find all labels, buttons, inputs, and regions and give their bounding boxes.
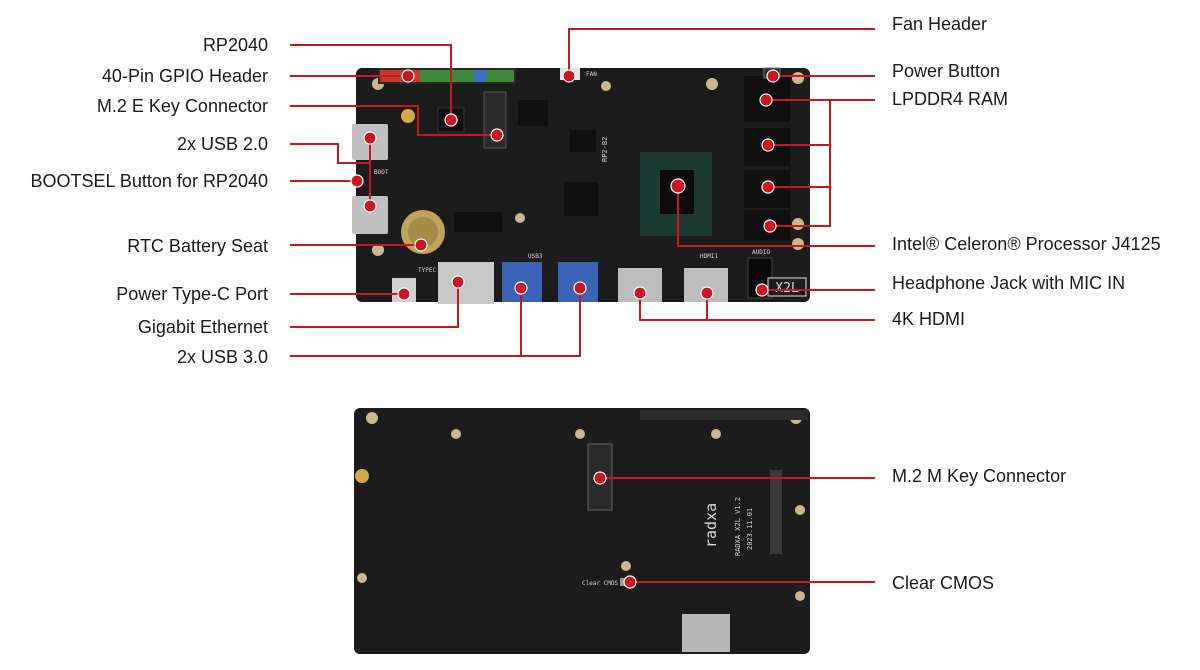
mount-hole [372,244,384,256]
mount-hole [706,78,718,90]
clear-cmos-silk: Clear CMOS [582,580,619,587]
mount-hole [792,218,804,230]
endpoint-usb2-upper [363,131,377,145]
label-clear-cmos: Clear CMOS [892,573,994,593]
rj45-underside [682,614,730,652]
mount-hole [355,469,369,483]
label-processor: Intel® Celeron® Processor J4125 [892,234,1161,254]
ethernet-port [438,262,494,304]
leader-hdmi [639,293,875,321]
small-chip [454,212,502,232]
leader-lines [290,28,875,583]
typec-silk: TYPEC [418,267,436,274]
endpoint-usb3-right [573,281,587,295]
usb2-port-lower [352,196,388,234]
endpoint-ethernet [451,275,465,289]
brand-silk: radxa [702,503,720,548]
mount-hole [711,429,721,439]
label-power-button: Power Button [892,61,1000,81]
board-top-view: X2L USB3 TYPEC HDMI1 AUDIO FAN BOOT RP2-… [352,67,810,304]
endpoint-gpio [401,69,415,83]
endpoint-m2-e [490,128,504,142]
mount-hole [792,238,804,250]
leader-usb2 [290,138,371,164]
leader-rp2040 [290,44,452,120]
mount-hole [621,561,631,571]
endpoint-rtc [414,238,428,252]
revision-silk: RADXA X2L V1.2 [734,497,742,556]
endpoint-usb2-lower [363,199,377,213]
endpoint-ram-1 [759,93,773,107]
mount-hole [366,412,378,424]
test-pad-strip [770,470,782,554]
mount-hole [451,429,461,439]
mount-hole [792,72,804,84]
mount-hole [795,591,805,601]
label-lpddr4-ram: LPDDR4 RAM [892,89,1008,109]
leader-ethernet [290,282,459,328]
audio-silk: AUDIO [752,249,770,256]
endpoint-hdmi-right [700,286,714,300]
date-silk: 2023.11.01 [746,508,754,550]
label-usb3: 2x USB 3.0 [177,347,268,367]
leader-m2-e-key [290,105,497,136]
endpoint-m2-m [593,471,607,485]
fan-silk: FAN [586,71,597,78]
label-gigabit-ethernet: Gigabit Ethernet [138,317,268,337]
board-bottom-view: radxa RADXA X2L V1.2 2023.11.01 Clear CM… [354,408,810,654]
leader-processor [677,186,875,247]
endpoint-usb3-left [514,281,528,295]
endpoint-power-button [766,69,780,83]
small-chip [518,100,548,126]
hdmi-silk: HDMI1 [700,253,718,260]
label-fan-header: Fan Header [892,14,987,34]
bottom-pcb [354,408,810,654]
board-model-silk: X2L [775,281,799,296]
leader-usb3 [290,288,581,357]
x2l-silk-box [767,277,807,297]
endpoint-rp2040 [444,113,458,127]
endpoint-type-c [397,287,411,301]
label-m2-m-key: M.2 M Key Connector [892,466,1066,486]
label-m2-e-key: M.2 E Key Connector [97,96,268,116]
mount-hole [401,109,415,123]
small-chip [564,182,598,216]
endpoint-fan [562,69,576,83]
endpoint-clear-cmos [623,575,637,589]
usb3-silk: USB3 [528,253,543,260]
mount-hole [601,81,611,91]
label-rp2040: RP2040 [203,35,268,55]
label-gpio-header: 40-Pin GPIO Header [102,66,268,86]
boot-silk: BOOT [374,169,389,176]
endpoint-headphone [755,283,769,297]
endpoint-ram-3 [761,180,775,194]
label-hdmi: 4K HDMI [892,309,965,329]
rp-chip-silk: RP2-B2 [601,137,609,162]
leader-fan-header [568,28,875,76]
mount-hole [795,505,805,515]
mount-hole [575,429,585,439]
label-usb2: 2x USB 2.0 [177,134,268,154]
small-chip [570,130,596,152]
endpoint-hdmi-left [633,286,647,300]
label-bootsel: BOOTSEL Button for RP2040 [31,171,268,191]
pin-row [640,410,808,420]
mount-hole [515,213,525,223]
right-labels: Fan Header Power Button LPDDR4 RAM Intel… [892,14,1161,593]
label-rtc-battery: RTC Battery Seat [127,236,268,256]
endpoint-ram-2 [761,138,775,152]
label-power-typec: Power Type-C Port [116,284,268,304]
label-headphone-jack: Headphone Jack with MIC IN [892,273,1125,293]
leader-lpddr4 [770,99,875,227]
leader-endpoints [350,69,780,589]
endpoint-bootsel [350,174,364,188]
endpoint-processor [670,178,686,194]
mount-hole [357,573,367,583]
left-labels: RP2040 40-Pin GPIO Header M.2 E Key Conn… [31,35,268,367]
endpoint-ram-4 [763,219,777,233]
